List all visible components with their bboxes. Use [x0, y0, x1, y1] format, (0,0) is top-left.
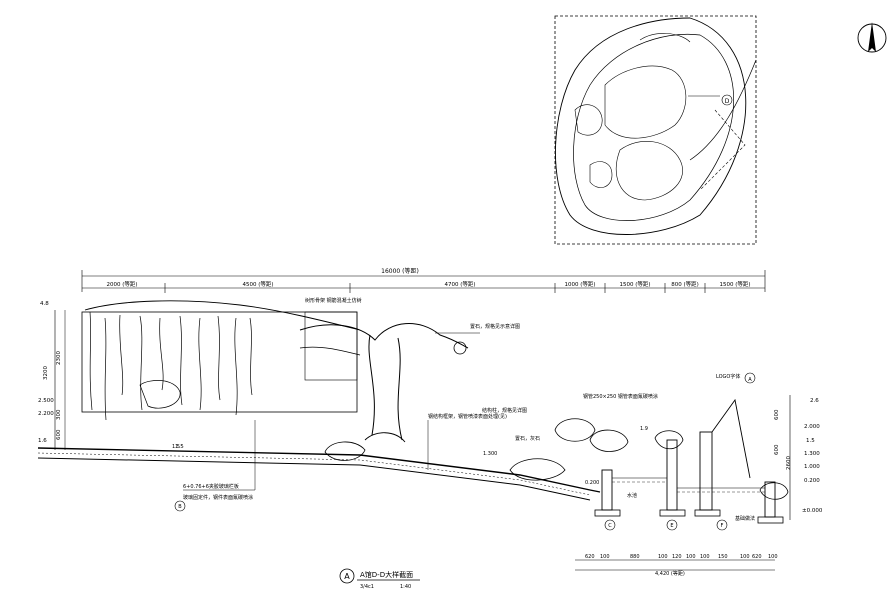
logo-note: LOGO字体	[716, 373, 740, 380]
right-structures	[594, 398, 784, 524]
elev-right-2: 2.000	[804, 424, 820, 430]
elev-left-6: 600	[56, 429, 62, 440]
overall-dim-text: 16000 (等距)	[381, 267, 419, 275]
key-marker: D	[725, 98, 730, 105]
title-letter: A	[344, 572, 350, 581]
rock-note3: 置石，灰石	[515, 435, 540, 442]
left-elevations: 4.8 3200 2300 2.500 2.200 600 300 1.6 1.…	[38, 301, 184, 450]
elev-right-8: 600	[774, 409, 780, 420]
bottom-total: 4,420 (等距)	[655, 570, 685, 577]
callouts: 置石，规格见示意详图 结构柱，规格见详图 置石，灰石 钢结构框架，钢管喷漆表面处…	[172, 323, 756, 531]
drawing-scale: 1:40	[400, 584, 411, 590]
elev-right-7: ±0.000	[802, 508, 823, 514]
marker-f: F	[721, 523, 724, 529]
tree-frame	[81, 300, 361, 421]
elev-left-2: 3200	[43, 366, 49, 380]
ground-section	[37, 447, 601, 501]
elev-right-10: 2600	[786, 456, 792, 470]
base-note: 基础做法	[735, 515, 755, 522]
bottom-dim-3: 880	[630, 554, 640, 560]
segment-dimensions: 2000 (等距) 4500 (等距) 4700 (等距) 1000 (等距) …	[82, 280, 765, 293]
seg-dim-4: 1000 (等距)	[564, 280, 595, 288]
drawing-title: A馆D-D大样截面	[360, 570, 413, 579]
seg-dim-5: 1500 (等距)	[619, 280, 650, 288]
right-elevations: 2.6 2.000 1.5 1.300 1.000 0.200 ±0.000 6…	[774, 395, 823, 520]
seg-dim-1: 2000 (等距)	[106, 280, 137, 288]
bottom-dimensions: 620 100 880 100 120 100 100 150 100 620 …	[575, 554, 778, 577]
pipe-note: 钢管250×250 钢管表面氟碳喷涂	[583, 393, 658, 400]
elev-right-1: 2.6	[810, 398, 819, 404]
bottom-note2: 玻璃固定件，钢件表面氟碳喷涂	[183, 494, 253, 501]
bottom-dim-1: 620	[585, 554, 595, 560]
elev-left-7: 300	[56, 409, 62, 420]
elev-right-4: 1.300	[804, 451, 820, 457]
bottom-dim-8: 150	[718, 554, 728, 560]
bottom-dim-9: 100	[740, 554, 750, 560]
bottom-dim-4: 100	[658, 554, 668, 560]
elev-right-5: 1.000	[804, 464, 820, 470]
tree-sculpture: 树形骨架 钢筋混凝土仿树	[299, 297, 469, 443]
slope-left: 1.5	[175, 444, 184, 450]
rocks	[324, 418, 789, 500]
slope3: 1.9	[640, 426, 648, 432]
elev-right-6: 0.200	[804, 478, 820, 484]
water-note: 水池	[627, 492, 637, 499]
elev-left-5: 2.200	[38, 411, 54, 417]
base-level: 0.200	[585, 480, 599, 486]
sheet-ref: 3/4c1	[360, 584, 374, 590]
elev-right-9: 600	[774, 444, 780, 455]
bottom-note1: 6+0.76+6夹胶玻璃栏板	[183, 483, 239, 490]
rock-note2: 结构柱，规格见详图	[482, 407, 527, 414]
bottom-dim-10: 620	[752, 554, 762, 560]
overall-dimension: 16000 (等距)	[81, 267, 766, 292]
seg-dim-6: 800 (等距)	[671, 280, 699, 288]
bottom-dim-6: 100	[686, 554, 696, 560]
north-arrow-icon	[857, 22, 887, 53]
elev-right-3: 1.5	[806, 438, 815, 444]
seg-dim-7: 1500 (等距)	[719, 280, 750, 288]
bottom-dim-2: 100	[600, 554, 610, 560]
elev-left-8: 1.6	[38, 438, 47, 444]
slope1: 1.5	[172, 444, 180, 450]
marker-c: C	[608, 523, 612, 529]
marker-e: E	[670, 523, 673, 529]
rock-note1: 置石，规格见示意详图	[470, 323, 520, 330]
bottom-dim-7: 100	[700, 554, 710, 560]
bottom-dim-5: 120	[672, 554, 682, 560]
elev-left-4: 2.500	[38, 398, 54, 404]
title-block: A A馆D-D大样截面 3/4c1 1:40	[339, 568, 420, 590]
slope2: 1.300	[483, 451, 497, 457]
bottom-dim-11: 100	[768, 554, 778, 560]
logo-marker: A	[748, 377, 752, 383]
key-plan-inset: D	[554, 15, 757, 245]
bottom-marker: B	[178, 504, 182, 510]
seg-dim-3: 4700 (等距)	[444, 280, 475, 288]
steel-frame-note: 钢结构框架，钢管喷漆表面处理(见)	[428, 413, 507, 420]
tree-note: 树形骨架 钢筋混凝土仿树	[305, 297, 362, 304]
seg-dim-2: 4500 (等距)	[242, 280, 273, 288]
elev-left-1: 4.8	[40, 301, 49, 307]
elev-left-3: 2300	[56, 351, 62, 365]
